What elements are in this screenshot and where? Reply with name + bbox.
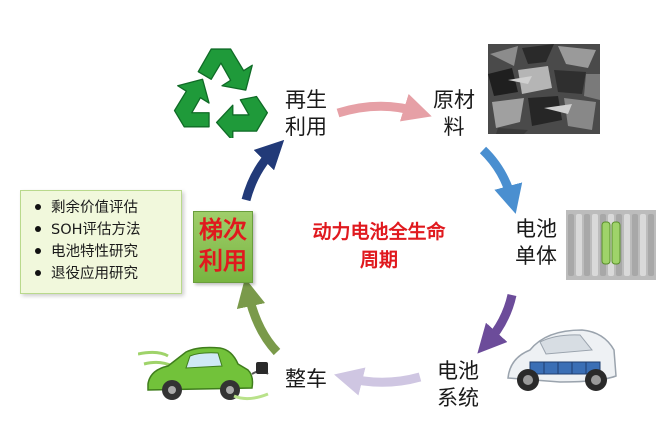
cell-stripe [632,214,638,276]
node-vehicle: 整车 [276,366,336,393]
bullet-icon [35,226,41,232]
node-battery-system-line2: 系统 [437,386,479,410]
node-vehicle-line1: 整车 [285,367,327,391]
node-recycle-line1: 再生 [285,88,327,112]
center-title-line1: 动力电池全生命 [312,221,446,243]
battery-system-image [507,329,617,391]
bullet-icon [35,270,41,276]
cell-stripe [576,214,582,276]
node-battery-cell-line1: 电池 [515,217,557,241]
list-item: 剩余价值评估 [35,197,175,219]
arrow-cascade-to-recycle [241,139,285,202]
list-item: 退役应用研究 [35,263,175,285]
arrow-vehicle-to-cascade [236,277,281,356]
bullet-icon [35,248,41,254]
node-raw-material: 原材 料 [424,87,484,141]
cascade-line2: 利用 [199,247,247,275]
cell-stripe [584,214,590,276]
node-battery-system: 电池 系统 [428,358,488,412]
cascade-line1: 梯次 [199,216,247,244]
center-title-line2: 周期 [359,249,398,271]
arrow-system-to-vehicle [334,367,422,396]
list-item: 电池特性研究 [35,241,175,263]
center-title: 动力电池全生命 周期 [284,218,474,274]
cell-stripe [640,214,646,276]
list-item-text: 剩余价值评估 [51,200,138,216]
node-raw-material-line1: 原材 [433,88,475,112]
bullet-icon [35,204,41,210]
battery-cell-image [566,210,656,280]
electric-car-image [138,346,269,401]
node-battery-cell-line2: 单体 [515,244,557,268]
list-item: SOH评估方法 [35,219,175,241]
raw-material-image [488,44,600,134]
cell-stripe [624,214,630,276]
node-battery-system-line1: 电池 [437,359,479,383]
arrow-raw-to-cell [479,146,523,214]
cascade-items-panel: 剩余价值评估 SOH评估方法 电池特性研究 退役应用研究 [20,190,182,294]
cascade-items-list: 剩余价值评估 SOH评估方法 电池特性研究 退役应用研究 [35,197,175,285]
list-item-text: SOH评估方法 [51,222,141,238]
cell-stripe [568,214,574,276]
list-item-text: 电池特性研究 [51,244,138,260]
list-item-text: 退役应用研究 [51,266,138,282]
cell-stripe [592,214,598,276]
node-recycle: 再生 利用 [276,87,336,141]
arrow-cell-to-system [477,293,517,354]
node-recycle-line2: 利用 [285,115,327,139]
arrow-recycle-to-raw [336,93,432,122]
node-raw-material-line2: 料 [443,115,465,139]
node-battery-cell: 电池 单体 [506,216,566,270]
recycle-icon [173,48,269,138]
cell-stripe [648,214,654,276]
cascade-box: 梯次 利用 [193,211,253,283]
